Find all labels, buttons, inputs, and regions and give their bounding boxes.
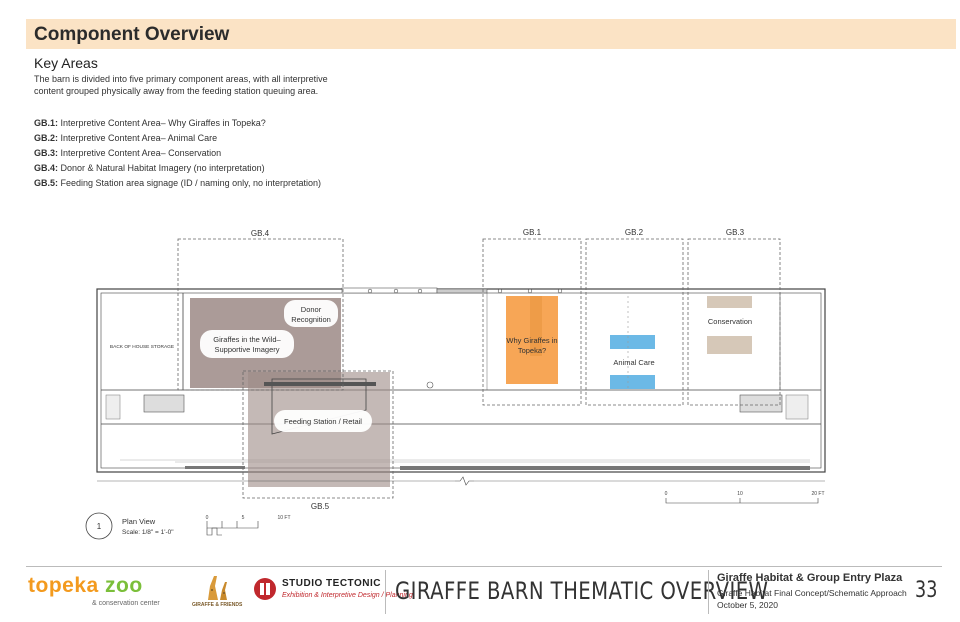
why-label-line1: Why Giraffes in (506, 336, 557, 345)
page-number: 33 (915, 578, 938, 603)
studio-tectonic-logo (254, 578, 276, 600)
feeding-station-counter (271, 378, 367, 435)
footer-divider (385, 570, 386, 614)
conservation-label: Conservation (708, 317, 752, 326)
key-areas-title: Key Areas (34, 55, 98, 71)
gb3-color-blocks (707, 296, 752, 354)
top-wall-details (341, 287, 563, 389)
mesh-panels (105, 394, 810, 470)
giraffe-friends-label: GIRAFFE & FRIENDS (192, 602, 243, 608)
wild-label-bubble (200, 330, 294, 358)
scale-bar-right: 0 10 20 FT (665, 491, 825, 504)
donor-label-line2: Recognition (291, 315, 331, 324)
plan-bar-10: 10 FT (277, 515, 290, 521)
topeka-zoo-logo: topeka zoo (28, 574, 143, 597)
donor-label-line1: Donor (301, 305, 322, 314)
break-line (455, 476, 474, 486)
zoo-logo-subtitle: & conservation center (92, 600, 160, 607)
floor-plan: GB.4 GB.1 GB.2 GB.3 GB.5 BACK OF HOUSE S… (85, 228, 826, 540)
zone-label-gb3: GB.3 (726, 228, 745, 237)
studio-name: STUDIO TECTONIC (282, 578, 381, 589)
project-date: October 5, 2020 (717, 600, 778, 610)
wild-label-line2: Supportive Imagery (214, 345, 279, 354)
zone-label-gb5: GB.5 (311, 502, 330, 511)
why-label-line2: Topeka? (518, 346, 546, 355)
donor-label-bubble (284, 300, 338, 327)
list-item: GB.2: Interpretive Content Area– Animal … (34, 133, 218, 143)
zone-label-gb2: GB.2 (625, 228, 644, 237)
key-areas-list: GB.1: Interpretive Content Area– Why Gir… (34, 116, 321, 191)
zone-boundaries (177, 238, 781, 499)
header-bar (26, 19, 956, 49)
plan-view-scale: Scale: 1/8" = 1'-0" (122, 529, 174, 536)
zone-label-gb1: GB.1 (523, 228, 542, 237)
counter-edge (264, 382, 376, 386)
footer-divider (708, 570, 709, 614)
feeding-label-bubble (274, 410, 372, 432)
plan-view-title: Plan View (122, 517, 156, 526)
plan-bar-5: 5 (242, 515, 245, 521)
gb1-color-blocks (506, 296, 558, 384)
project-subtitle: Giraffe Habitat Final Concept/Schematic … (717, 588, 907, 598)
project-title: Giraffe Habitat & Group Entry Plaza (717, 572, 903, 584)
sheet-title: GIRAFFE BARN THEMATIC OVERVIEW (395, 577, 769, 605)
animal-care-label: Animal Care (613, 358, 654, 367)
giraffe-friends-logo (208, 576, 227, 600)
scale-right-0: 0 (665, 491, 668, 497)
plan-bar-0: 0 (206, 515, 209, 521)
list-item: GB.4: Donor & Natural Habitat Imagery (n… (34, 163, 265, 173)
key-areas-intro: The barn is divided into five primary co… (34, 74, 328, 96)
storage-label: BACK OF HOUSE STORAGE (110, 344, 174, 350)
wild-label-line1: Giraffes in the Wild– (213, 335, 281, 344)
feeding-label: Feeding Station / Retail (284, 417, 362, 426)
scale-right-10: 10 (737, 491, 743, 497)
list-item: GB.5: Feeding Station area signage (ID /… (34, 178, 322, 188)
list-item: GB.3: Interpretive Content Area– Conserv… (34, 148, 222, 158)
footer-rule (26, 566, 942, 567)
scale-right-20: 20 FT (811, 491, 824, 497)
plan-view-callout: 1 Plan View Scale: 1/8" = 1'-0" 0 5 10 F… (85, 512, 291, 540)
plan-view-number: 1 (97, 522, 102, 531)
studio-tagline: Exhibition & Interpretive Design / Plann… (282, 592, 413, 599)
gb2-color-blocks (610, 296, 655, 389)
page-title: Component Overview (34, 24, 230, 45)
list-item: GB.1: Interpretive Content Area– Why Gir… (34, 118, 266, 128)
zone-label-gb4: GB.4 (251, 229, 270, 238)
